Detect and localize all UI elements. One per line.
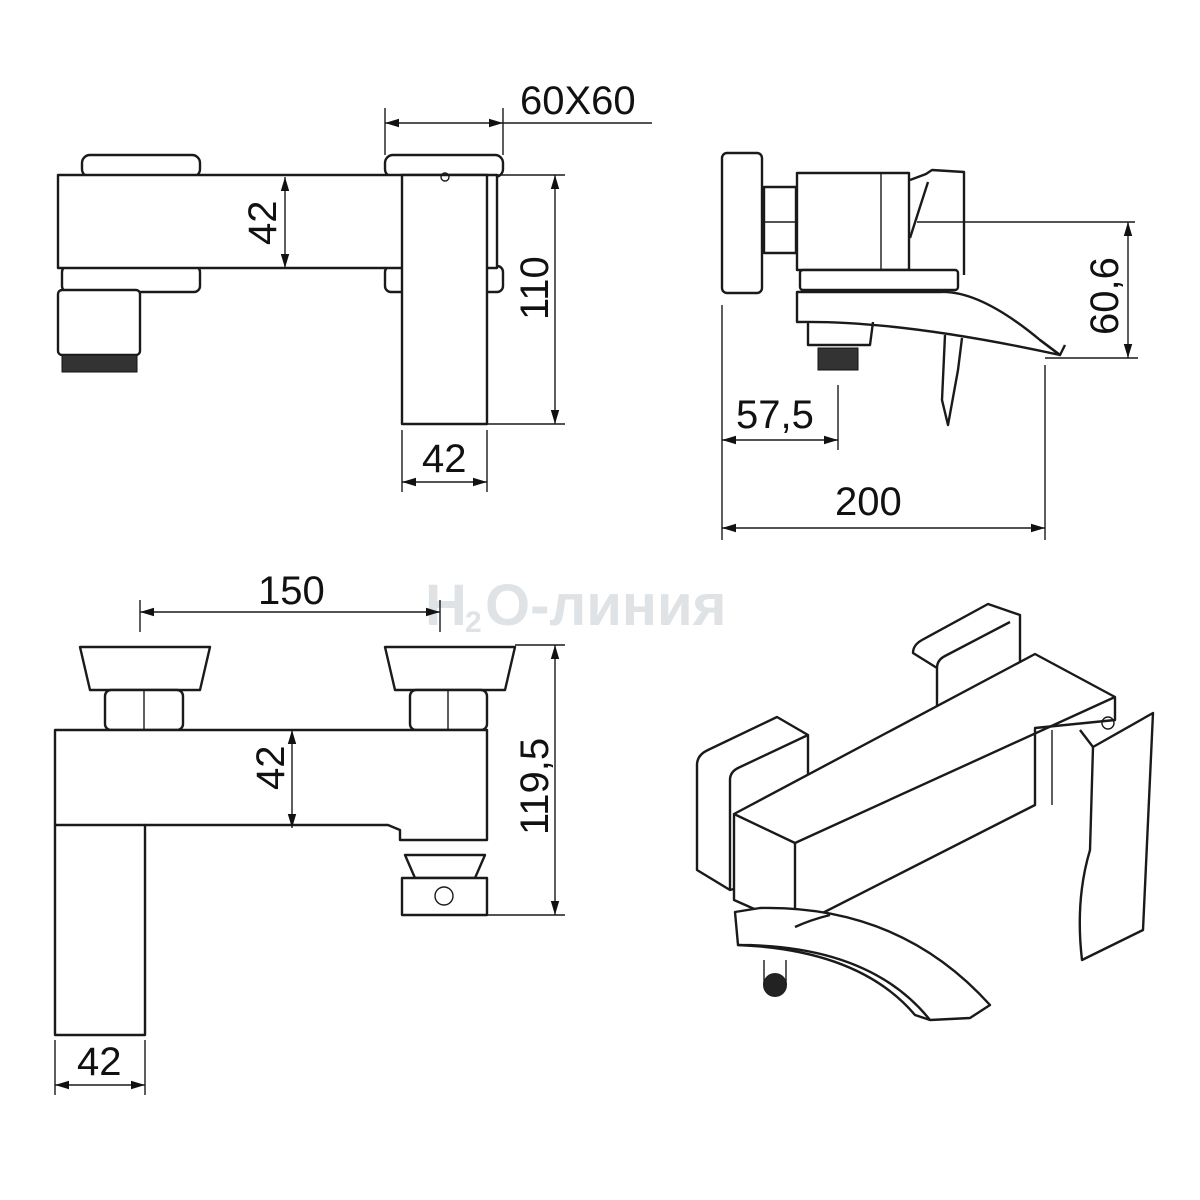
svg-text:2: 2 bbox=[465, 606, 482, 639]
dim-total-depth: 119,5 bbox=[513, 738, 557, 835]
watermark: H 2 O-линия bbox=[425, 573, 726, 639]
dim-spout-drop: 60,6 bbox=[1083, 257, 1127, 335]
front-view: 60X60 42 110 42 bbox=[56, 79, 652, 492]
svg-text:H: H bbox=[425, 573, 467, 638]
side-view: 60,6 57,5 200 bbox=[720, 151, 1138, 540]
dim-total-height: 110 bbox=[513, 256, 557, 320]
dim-handle-size: 60X60 bbox=[520, 79, 636, 123]
dim-outlet-offset: 57,5 bbox=[736, 393, 814, 437]
top-view: 150 42 119,5 42 bbox=[53, 569, 565, 1095]
dim-spout-width-top: 42 bbox=[77, 1040, 122, 1084]
dim-projection: 200 bbox=[835, 480, 902, 524]
isometric-view bbox=[695, 602, 1155, 1022]
dim-body-depth: 42 bbox=[249, 746, 293, 791]
dim-centers: 150 bbox=[258, 569, 325, 613]
svg-text:O-линия: O-линия bbox=[485, 573, 726, 638]
dim-body-height: 42 bbox=[241, 201, 285, 246]
dim-spout-width: 42 bbox=[422, 437, 467, 481]
